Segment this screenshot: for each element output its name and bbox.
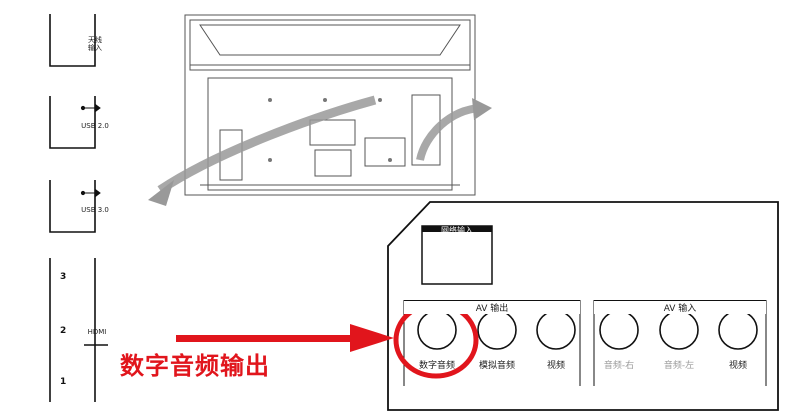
tv-back-illustration: [148, 14, 492, 206]
av-input-label: AV 输入: [594, 301, 766, 314]
jack-label-video-in: 视频: [728, 361, 747, 371]
usb3-label: USB 3.0: [81, 206, 109, 214]
hdmi-number-3: 3: [60, 272, 67, 282]
hdmi-number-2: 2: [60, 326, 67, 336]
hdmi-number-1: 1: [60, 377, 67, 387]
usb2-label: USB 2.0: [81, 122, 109, 130]
callout-arrow: [176, 324, 394, 352]
jack-label-digital-audio: 数字音频: [418, 361, 455, 371]
jack-video-out: [536, 310, 576, 350]
jack-video-in: [718, 310, 758, 350]
usb-icon: [80, 189, 101, 197]
jack-digital-audio: [417, 310, 457, 350]
jack-label-analog-audio: 模拟音频: [478, 361, 515, 371]
network-input-label: 网络输入: [441, 226, 473, 235]
jack-audio-right: [599, 310, 639, 350]
antenna-input-label: 天线 输入: [88, 36, 102, 52]
jack-label-audio-left: 音频-左: [663, 361, 695, 371]
usb-icon: [80, 104, 101, 112]
hdmi-label: HDMI: [87, 328, 107, 336]
jack-analog-audio: [477, 310, 517, 350]
rear-panel: [387, 201, 779, 411]
jack-audio-left: [659, 310, 699, 350]
av-output-label: AV 输出: [404, 301, 580, 314]
side-port-column: [49, 14, 108, 402]
jack-label-audio-right: 音频-右: [603, 361, 635, 371]
jack-label-video-out: 视频: [546, 361, 565, 371]
digital-audio-output-callout: 数字音频输出: [120, 352, 270, 380]
